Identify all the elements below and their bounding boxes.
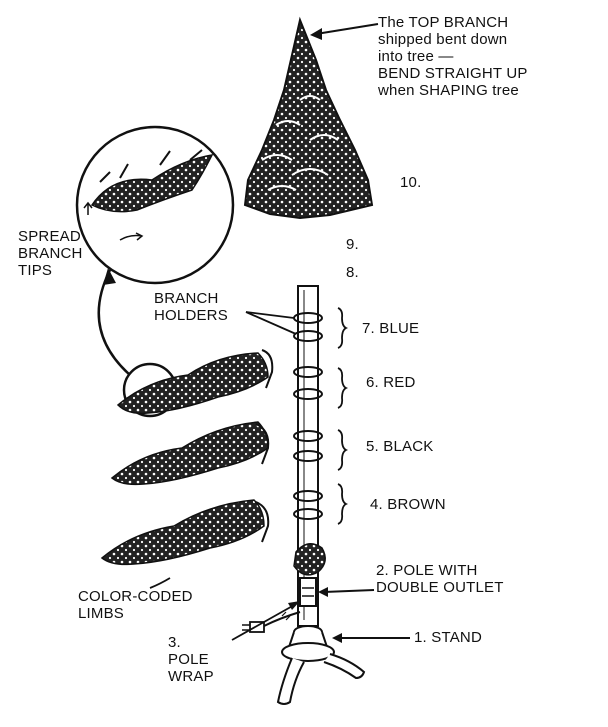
holders-line: BRANCH <box>154 290 219 307</box>
pole-line: 2. POLE WITH <box>376 562 478 579</box>
pole-wrap-arrow <box>231 601 300 641</box>
top-branch-arrow <box>310 23 379 40</box>
pole-wrap-line: WRAP <box>168 668 214 685</box>
top-note-line: into tree — <box>378 48 454 65</box>
limb-red <box>116 349 274 415</box>
section-5-label: 5. BLACK <box>366 438 434 455</box>
magnifier-circle <box>75 125 235 285</box>
pole-wrap-label: 3. POLE WRAP <box>168 634 214 685</box>
spread-line: BRANCH <box>18 245 83 262</box>
pole-outlet-arrow <box>318 587 375 597</box>
top-note-line: The TOP BRANCH <box>378 14 509 31</box>
top-tree-section <box>243 16 374 220</box>
top-branch-note: The TOP BRANCH shipped bent down into tr… <box>378 14 528 99</box>
limbs-arrow <box>149 577 171 589</box>
stand-arrow <box>332 633 410 643</box>
pole-wrap-line: POLE <box>168 651 209 668</box>
section-braces <box>337 307 349 525</box>
limbs-line: LIMBS <box>78 605 125 622</box>
spread-line: TIPS <box>18 262 53 279</box>
section-number-9: 9. <box>346 236 359 253</box>
pole-line: DOUBLE OUTLET <box>376 579 504 596</box>
spread-line: SPREAD <box>18 228 81 245</box>
tree-stand <box>276 625 366 705</box>
limbs-line: COLOR-CODED <box>78 588 193 605</box>
section-7-label: 7. BLUE <box>362 320 420 337</box>
tree-pole <box>293 285 326 627</box>
holders-line: HOLDERS <box>154 307 228 324</box>
branch-holder-arrows <box>245 311 297 335</box>
top-note-line: shipped bent down <box>378 31 508 48</box>
section-4-label: 4. BROWN <box>370 496 446 513</box>
limb-black <box>110 421 270 486</box>
limb-brown <box>100 499 270 566</box>
branch-holders-label: BRANCH HOLDERS <box>154 290 228 324</box>
section-number-10: 10. <box>400 174 422 191</box>
spread-branch-tips-label: SPREAD BRANCH TIPS <box>18 228 83 279</box>
pole-outlet-label: 2. POLE WITH DOUBLE OUTLET <box>376 562 504 596</box>
section-6-label: 6. RED <box>366 374 416 391</box>
section-number-8: 8. <box>346 264 359 281</box>
top-note-line: when SHAPING tree <box>378 82 519 99</box>
top-note-line: BEND STRAIGHT UP <box>378 65 528 82</box>
stand-label: 1. STAND <box>414 629 483 646</box>
color-coded-limbs-label: COLOR-CODED LIMBS <box>78 588 193 622</box>
pole-wrap-line: 3. <box>168 634 181 651</box>
